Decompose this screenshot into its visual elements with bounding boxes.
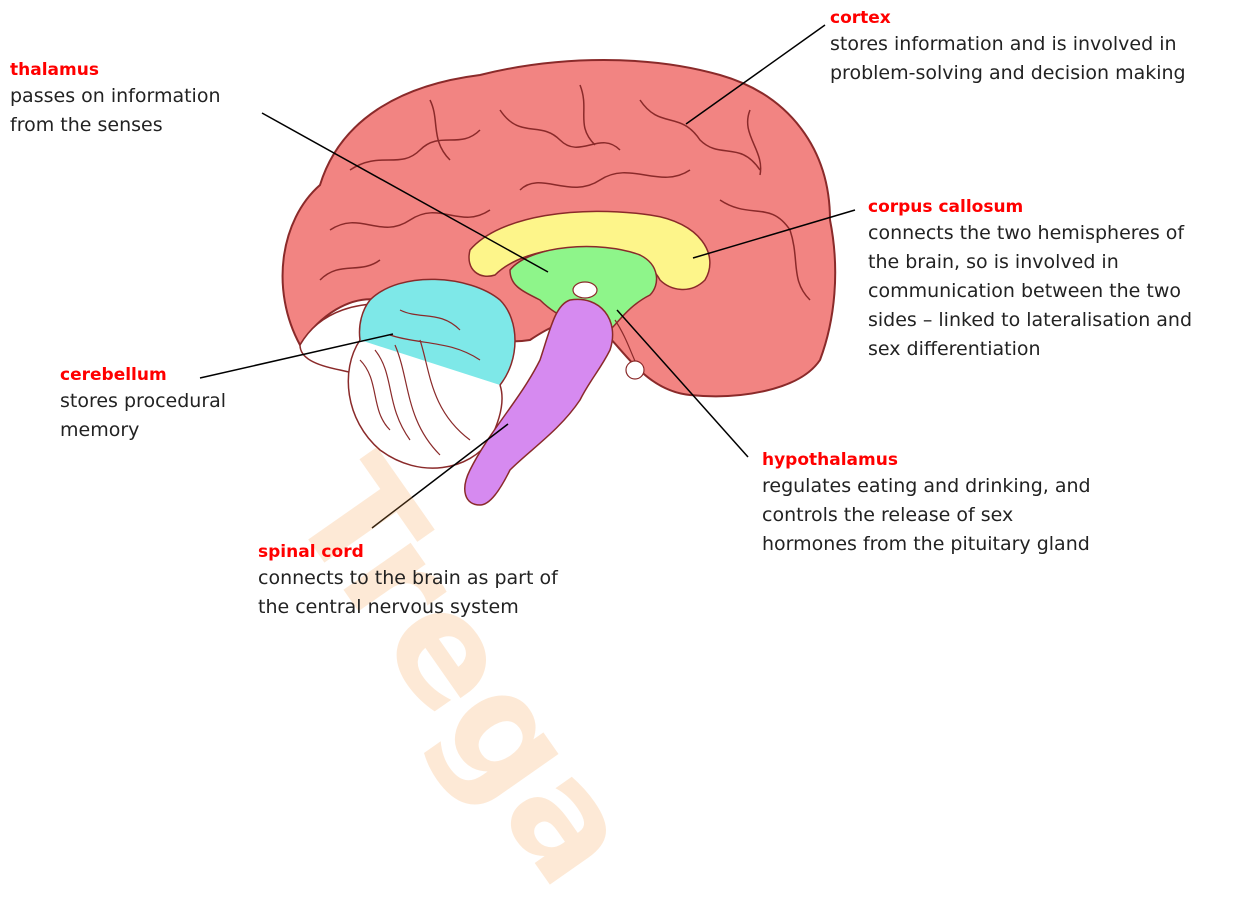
term-cerebellum: cerebellum <box>60 363 260 387</box>
desc-corpus-callosum-line-1: connects the two hemispheres of <box>868 219 1246 248</box>
desc-thalamus-line-2: from the senses <box>10 111 270 140</box>
label-cerebellum: cerebellum stores procedural memory <box>60 363 260 445</box>
desc-corpus-callosum-line-4: sides – linked to lateralisation and <box>868 306 1246 335</box>
pituitary <box>626 361 644 379</box>
term-spinal-cord: spinal cord <box>258 540 638 564</box>
desc-thalamus-line-1: passes on information <box>10 82 270 111</box>
term-hypothalamus: hypothalamus <box>762 448 1182 472</box>
desc-corpus-callosum-line-3: communication between the two <box>868 277 1246 306</box>
desc-cerebellum-line-2: memory <box>60 416 260 445</box>
desc-corpus-callosum-line-2: the brain, so is involved in <box>868 248 1246 277</box>
label-thalamus: thalamus passes on information from the … <box>10 58 270 140</box>
desc-cortex-line-1: stores information and is involved in <box>830 30 1240 59</box>
desc-cortex-line-2: problem-solving and decision making <box>830 59 1240 88</box>
thalamus-nucleus <box>573 282 597 298</box>
desc-spinal-cord-line-2: the central nervous system <box>258 593 638 622</box>
desc-corpus-callosum-line-5: sex differentiation <box>868 335 1246 364</box>
label-cortex: cortex stores information and is involve… <box>830 6 1240 88</box>
term-corpus-callosum: corpus callosum <box>868 195 1246 219</box>
label-spinal-cord: spinal cord connects to the brain as par… <box>258 540 638 622</box>
desc-hypothalamus-line-2: controls the release of sex <box>762 501 1182 530</box>
label-hypothalamus: hypothalamus regulates eating and drinki… <box>762 448 1182 559</box>
label-corpus-callosum: corpus callosum connects the two hemisph… <box>868 195 1246 364</box>
term-cortex: cortex <box>830 6 1240 30</box>
desc-hypothalamus-line-3: hormones from the pituitary gland <box>762 530 1182 559</box>
desc-cerebellum-line-1: stores procedural <box>60 387 260 416</box>
desc-hypothalamus-line-1: regulates eating and drinking, and <box>762 472 1182 501</box>
desc-spinal-cord-line-1: connects to the brain as part of <box>258 564 638 593</box>
term-thalamus: thalamus <box>10 58 270 82</box>
